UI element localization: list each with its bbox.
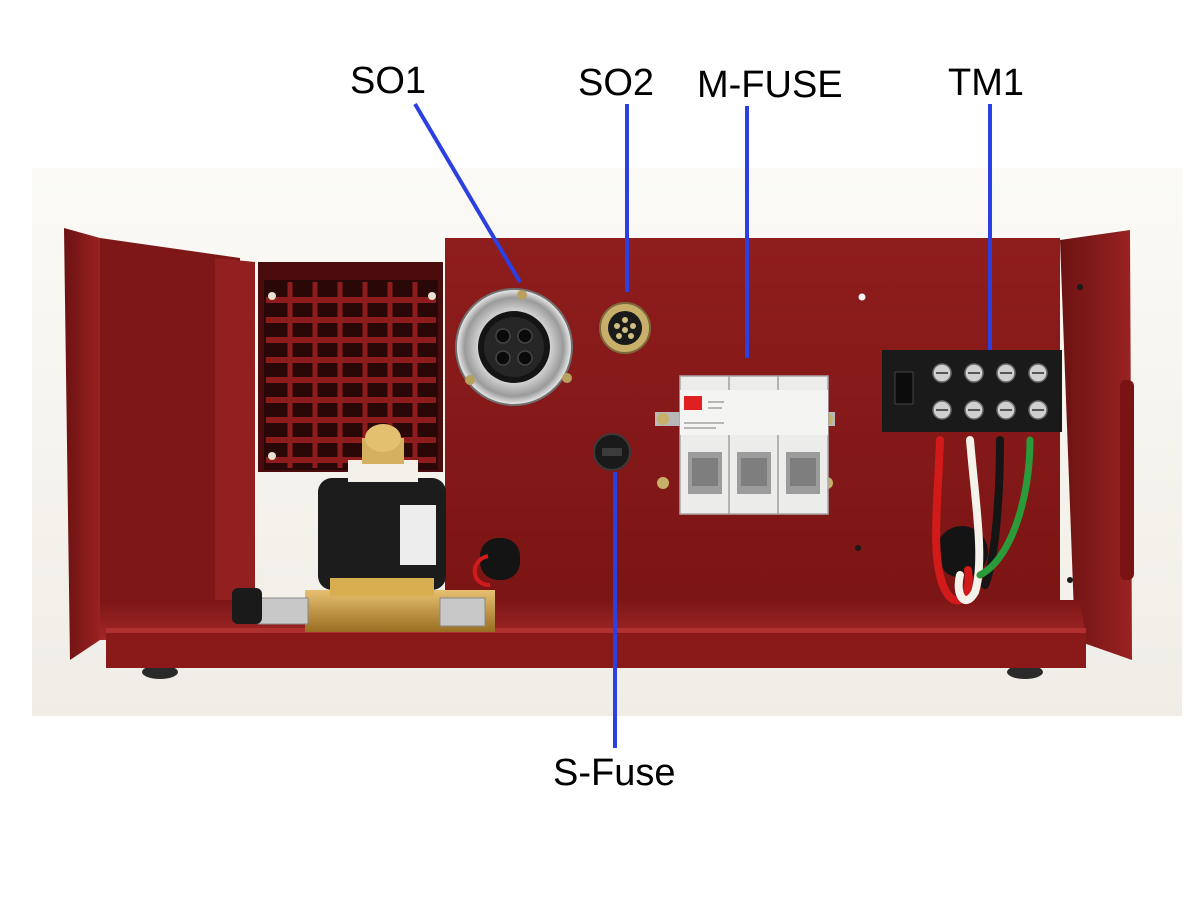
panel-fuse-holder-icon [593, 433, 631, 471]
circular-socket-icon [455, 288, 573, 406]
terminal-block-icon [882, 350, 1062, 432]
leader-lines [413, 102, 992, 748]
feet [142, 665, 1043, 679]
leader-line-so1 [413, 102, 522, 284]
wire-bundle-icon [932, 436, 1034, 605]
callout-so2: SO2 [578, 62, 655, 104]
aviation-connector-icon [599, 302, 651, 354]
callout-so1: SO1 [350, 60, 427, 102]
callout-m-fuse: M-FUSE [697, 64, 843, 106]
right-side-wall [1060, 230, 1134, 660]
left-side-wall [64, 228, 255, 660]
callout-s-fuse: S-Fuse [553, 752, 676, 794]
fan-grille-icon [258, 262, 443, 472]
din-fuse-holder-icon [655, 375, 835, 515]
solenoid-valve-icon [232, 424, 520, 632]
callout-tm1: TM1 [948, 62, 1024, 104]
